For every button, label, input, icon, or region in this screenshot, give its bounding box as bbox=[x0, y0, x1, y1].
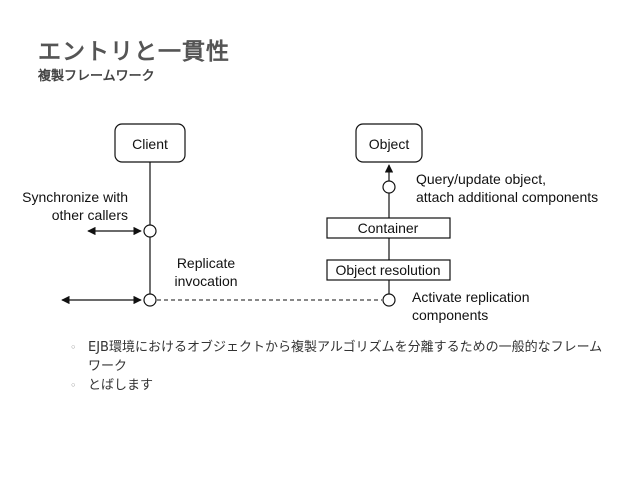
client-label: Client bbox=[132, 136, 168, 152]
bullet-text: EJB環境におけるオブジェクトから複製アルゴリズムを分離するための一般的なフレー… bbox=[88, 340, 603, 374]
sync-label-line2: other callers bbox=[52, 207, 128, 223]
diagram-svg: Client Object Synchronize with other cal… bbox=[22, 123, 598, 323]
activate-label-line2: components bbox=[412, 307, 488, 323]
bullet-list: ◦ EJB環境におけるオブジェクトから複製アルゴリズムを分離するための一般的なフ… bbox=[70, 338, 610, 395]
bullet-text: とばします bbox=[88, 378, 154, 393]
query-label-line1: Query/update object, bbox=[416, 171, 546, 187]
object-resolution-box bbox=[326, 259, 451, 281]
bullet-mark: ◦ bbox=[70, 341, 77, 354]
container-box bbox=[326, 217, 451, 239]
object-label: Object bbox=[369, 136, 410, 152]
replicate-label-line2: invocation bbox=[174, 273, 237, 289]
object-resolution-label: Object resolution bbox=[335, 262, 440, 278]
bullet-item: ◦ EJB環境におけるオブジェクトから複製アルゴリズムを分離するための一般的なフ… bbox=[70, 338, 610, 376]
replication-diagram: Client Object Synchronize with other cal… bbox=[0, 118, 638, 324]
replicate-node bbox=[143, 293, 157, 307]
bullet-item: ◦ とばします bbox=[70, 376, 610, 395]
activate-label-line1: Activate replication bbox=[412, 289, 530, 305]
sync-label-line1: Synchronize with bbox=[22, 189, 128, 205]
query-node bbox=[382, 180, 396, 194]
container-label: Container bbox=[358, 220, 419, 236]
query-label-line2: attach additional components bbox=[416, 189, 598, 205]
bullet-mark: ◦ bbox=[70, 379, 77, 392]
slide-title: エントリと一貫性 bbox=[38, 39, 230, 65]
sync-node bbox=[143, 224, 157, 238]
activate-node bbox=[382, 293, 396, 307]
replicate-label-line1: Replicate bbox=[177, 255, 236, 271]
slide-subtitle: 複製フレームワーク bbox=[38, 69, 155, 84]
object-box bbox=[355, 123, 423, 163]
